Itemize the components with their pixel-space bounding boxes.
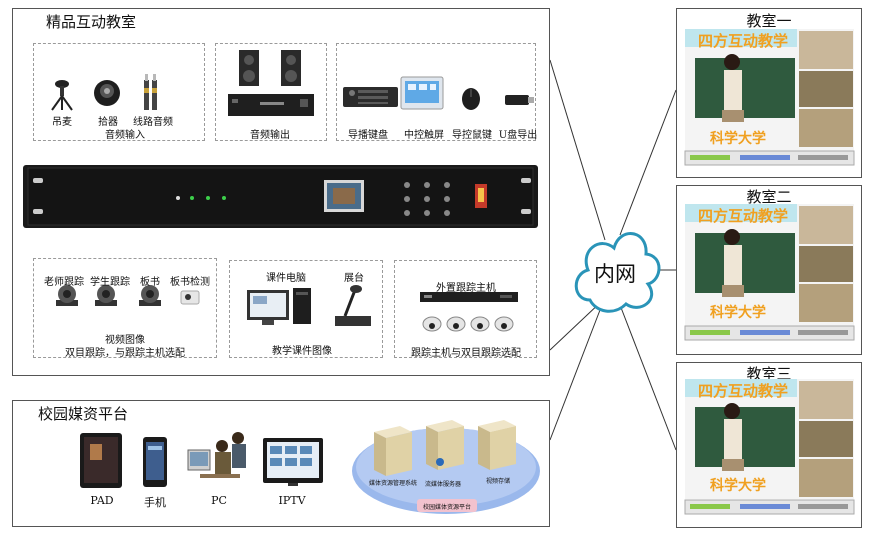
board-detect-camera-icon [180,290,200,305]
streaming-server-icon [426,420,464,470]
teacher-camera-icon [56,285,78,306]
document-camera-icon [335,285,371,326]
tracking-host-icon [420,292,518,302]
video-caption-line2: 双目跟踪，与跟踪主机选配 [65,348,185,359]
dome-camera-icons [422,316,514,332]
device-label-keyboard: 导播键盘 [348,130,388,141]
link-classroom-bottom [549,299,604,351]
device-label-hanging-mic: 吊麦 [52,117,72,128]
usb-drive-icon [505,95,534,105]
amplifier-icon [228,94,314,116]
courseware-caption: 教学课件图像 [272,346,332,357]
audio-input-box [33,43,205,141]
classroom-2-title: 教室二 [746,188,792,206]
device-label-touch: 中控触屏 [404,130,444,141]
campus-panel-title: 校园媒资平台 [38,405,129,423]
link-room1 [619,89,677,236]
device-label-mouse: 导控鼠键 [452,130,492,141]
device-label-student-track: 学生跟踪 [90,277,130,288]
pickup-icon [94,80,120,106]
speaker-left-icon [239,50,259,86]
line-audio-icon [144,74,157,110]
video-box [33,258,217,358]
client-label-iptv: IPTV [278,494,306,507]
video-storage-server-icon [478,420,516,470]
classroom-2-subtitle: 科学大学 [710,305,766,321]
device-label-board: 板书 [140,277,160,288]
courseware-pc-icon [247,288,311,325]
touch-panel-icon [400,76,444,110]
device-label-courseware-pc: 课件电脑 [266,273,306,284]
server-label-management: 媒体资源管理系统 [368,480,417,487]
classroom-1-banner: 四方互动教学 [698,32,789,50]
classroom-panel-title: 精品互动教室 [46,13,137,31]
server-label-streaming: 流媒体服务器 [424,481,461,488]
intranet-label: 内网 [594,262,636,286]
hanging-mic-icon [51,80,73,111]
classroom-3-subtitle: 科学大学 [710,478,766,494]
video-caption-line1: 视频图像 [105,335,145,346]
media-management-server-icon [374,426,412,476]
client-label-phone: 手机 [144,496,166,509]
iptv-icon [263,438,323,486]
tracking-caption: 跟踪主机与双目跟踪选配 [411,348,521,359]
link-room3 [619,304,677,451]
link-campus [549,309,601,441]
device-label-line-audio: 线路音频 [133,117,173,128]
control-box [336,43,536,141]
classroom-1-title: 教室一 [746,12,792,30]
media-platform-label: 校园媒体资源平台 [422,504,471,511]
tracking-box [394,260,537,358]
phone-icon [143,437,167,487]
device-label-document-camera: 展台 [344,273,364,284]
device-label-tracking-host: 外置跟踪主机 [436,283,496,294]
client-label-pad: PAD [90,494,114,507]
link-classroom-top [549,59,606,241]
director-keyboard-icon [343,87,398,107]
audio-output-box [215,43,327,141]
audio-input-caption: 音频输入 [105,130,145,141]
server-label-storage: 视频存储 [485,478,510,485]
classroom-2-banner: 四方互动教学 [698,207,789,225]
client-label-pc: PC [211,494,227,507]
pc-user-icon [187,432,246,478]
audio-output-caption: 音频输出 [250,130,290,141]
device-label-teacher-track: 老师跟踪 [44,277,84,288]
classroom-3-title: 教室三 [746,365,792,383]
speaker-right-icon [281,50,301,86]
courseware-box [229,260,383,358]
mouse-icon [462,88,480,110]
device-label-board-detect: 板书检测 [170,277,210,288]
device-label-usb: U盘导出 [498,130,538,141]
board-camera-icon [139,285,161,306]
classroom-3-banner: 四方互动教学 [698,382,789,400]
pad-icon [80,433,122,488]
student-camera-icon [95,285,117,306]
classroom-1-subtitle: 科学大学 [710,131,766,147]
device-label-pickup: 拾器 [98,117,118,128]
